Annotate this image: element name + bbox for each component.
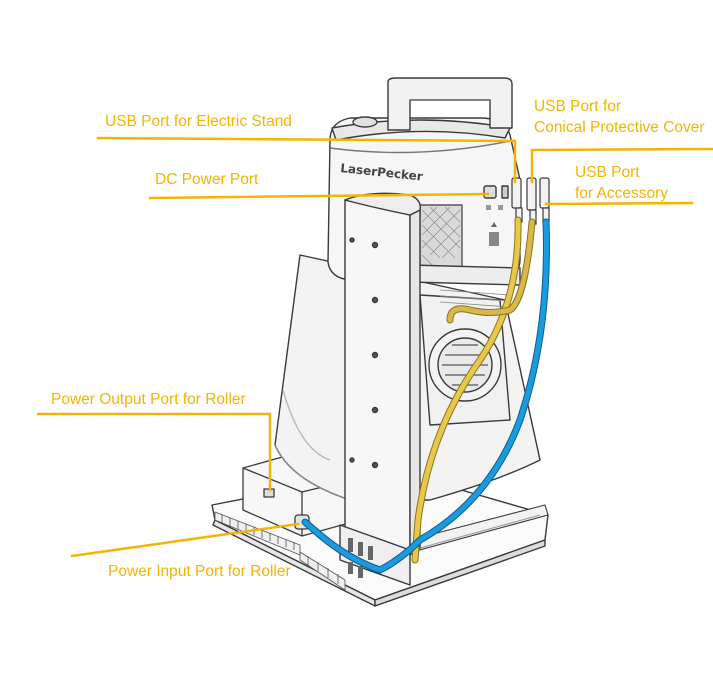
label-dc-power-text: DC Power Port: [155, 171, 259, 188]
leader-usb-conical-cover: [530, 147, 713, 184]
label-usb-conical-cover: USB Port for Conical Protective Cover: [534, 96, 705, 138]
leader-power-input-roller: [70, 522, 300, 558]
label-usb-accessory-line1: USB Port: [575, 164, 640, 181]
label-usb-electric-stand-text: USB Port for Electric Stand: [105, 113, 292, 130]
leader-power-output-roller: [36, 412, 272, 492]
roller-grill: [214, 511, 346, 591]
label-usb-conical-cover-line2: Conical Protective Cover: [534, 119, 705, 136]
label-power-input-roller-text: Power Input Port for Roller: [108, 563, 291, 580]
label-usb-electric-stand: USB Port for Electric Stand: [105, 111, 292, 132]
leader-usb-electric-stand: [96, 136, 517, 184]
label-power-output-roller: Power Output Port for Roller: [51, 389, 246, 410]
label-power-input-roller: Power Input Port for Roller: [108, 561, 291, 582]
label-dc-power: DC Power Port: [155, 169, 258, 190]
blue-cable: [301, 218, 550, 574]
label-power-output-roller-text: Power Output Port for Roller: [51, 391, 246, 408]
leader-dc-power: [148, 192, 490, 200]
label-usb-accessory: USB Port for Accessory: [575, 162, 668, 204]
label-usb-conical-cover-line1: USB Port for: [534, 98, 621, 115]
label-usb-accessory-line2: for Accessory: [575, 185, 669, 202]
cable-connectors: [511, 177, 550, 225]
lift-column: [339, 192, 421, 586]
leader-lines: [36, 136, 713, 558]
leader-usb-accessory: [544, 201, 694, 206]
yellow-cable: [411, 216, 536, 564]
